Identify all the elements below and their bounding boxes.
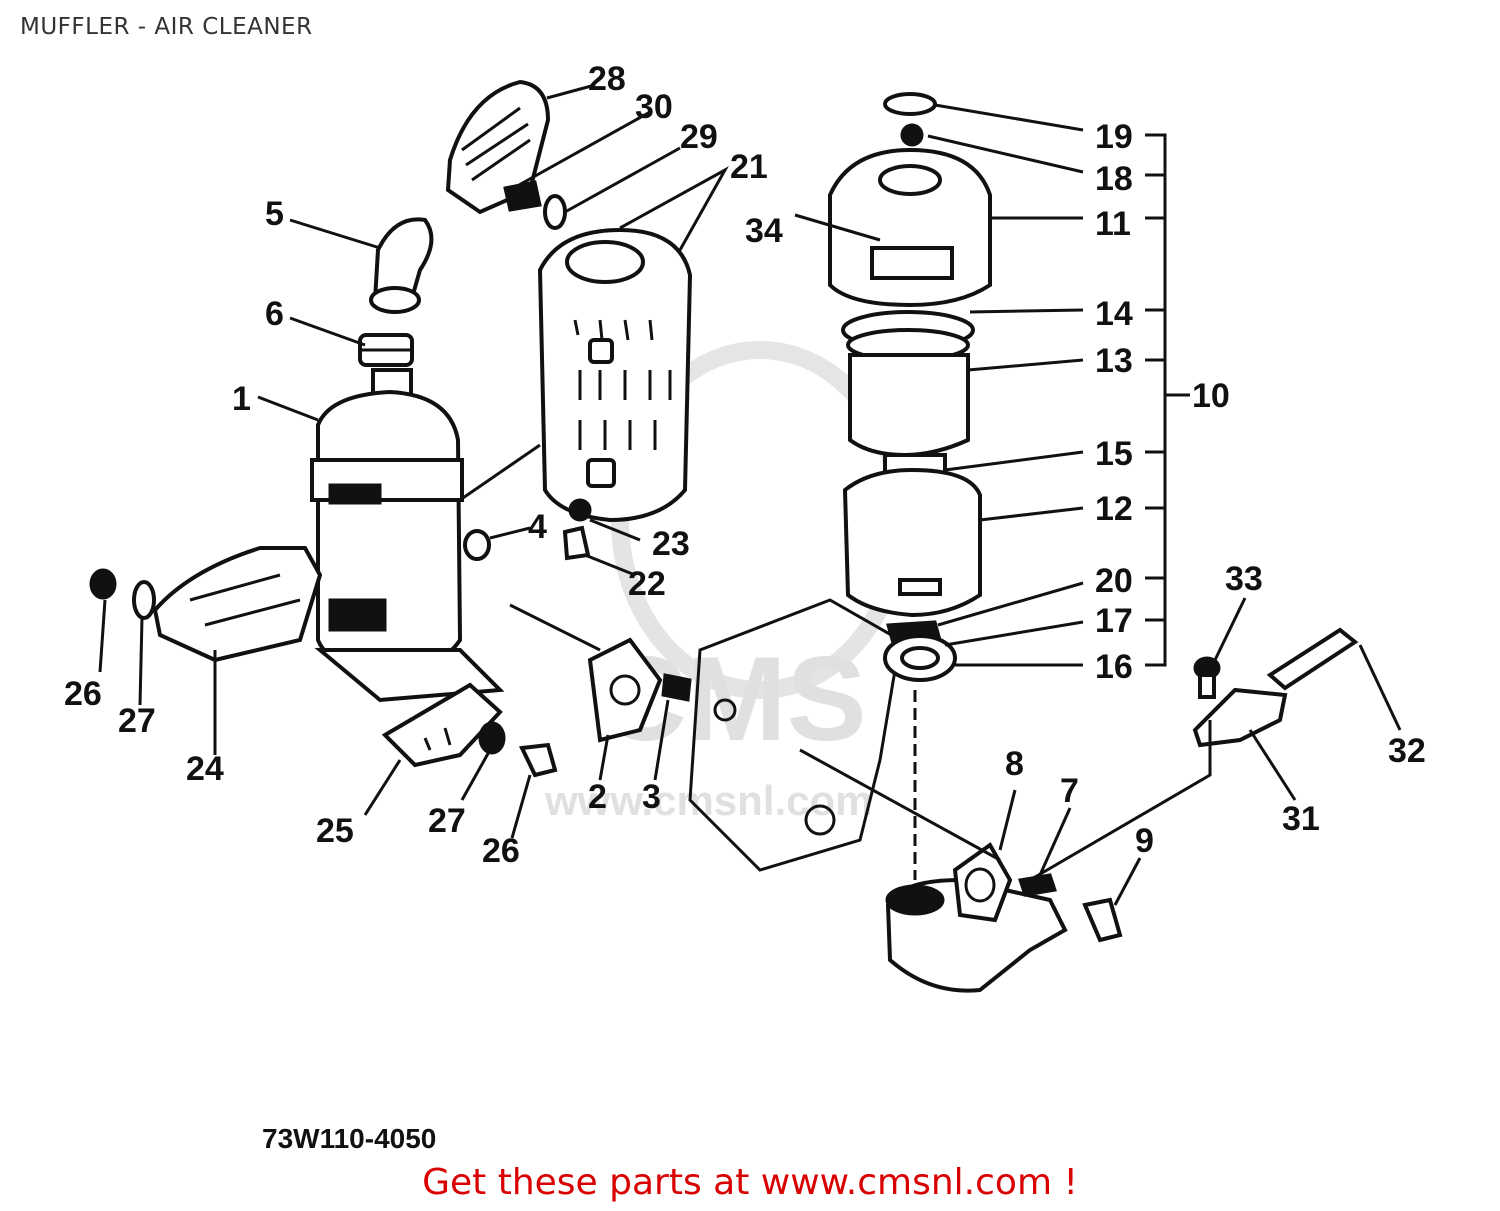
footer-cta[interactable]: Get these parts at www.cmsnl.com !	[422, 1162, 1078, 1203]
callout-27-lower: 27	[428, 802, 466, 840]
part-3-stud	[661, 673, 692, 702]
part-33-bolt	[1193, 656, 1221, 699]
callout-32: 32	[1388, 732, 1426, 770]
callout-2: 2	[588, 778, 607, 816]
callout-34: 34	[745, 212, 783, 250]
part-16-gasket	[883, 634, 957, 682]
callout-17: 17	[1095, 602, 1133, 640]
part-5-exhaust-pipe	[369, 217, 434, 314]
callout-6: 6	[265, 295, 284, 333]
callout-16: 16	[1095, 648, 1133, 686]
part-21-cleaner-shell	[537, 227, 693, 523]
part-32-spring	[1266, 627, 1359, 691]
part-18-washer	[900, 123, 924, 147]
callout-31: 31	[1282, 800, 1320, 838]
part-24-heat-shield	[152, 546, 323, 663]
callout-28: 28	[588, 60, 626, 98]
page-title: MUFFLER - AIR CLEANER	[20, 14, 313, 40]
part-8-gasket	[952, 842, 1013, 923]
callout-33: 33	[1225, 560, 1263, 598]
part-28-cover	[445, 79, 551, 215]
callout-24: 24	[186, 750, 224, 788]
part-4-washer	[463, 529, 491, 561]
callout-26-lower: 26	[482, 832, 520, 870]
part-7-bolt	[1018, 873, 1057, 897]
callout-4: 4	[528, 508, 547, 546]
callout-21: 21	[730, 148, 768, 186]
part-2-gasket	[587, 637, 663, 743]
callout-23: 23	[652, 525, 690, 563]
part-13-element	[848, 353, 970, 458]
callout-3: 3	[642, 778, 661, 816]
callout-7: 7	[1060, 772, 1079, 810]
part-26-nut	[89, 568, 117, 600]
callout-25: 25	[316, 812, 354, 850]
part-31-bracket	[1192, 687, 1288, 748]
callout-19: 19	[1095, 118, 1133, 156]
callout-29: 29	[680, 118, 718, 156]
part-air-intake-base	[885, 877, 1068, 993]
callout-1: 1	[232, 380, 251, 418]
callout-20: 20	[1095, 562, 1133, 600]
part-27-washer-lower	[478, 721, 506, 755]
callout-15: 15	[1095, 435, 1133, 473]
callout-30: 30	[635, 88, 673, 126]
callout-18: 18	[1095, 160, 1133, 198]
callout-12: 12	[1095, 490, 1133, 528]
part-12-element	[842, 467, 982, 618]
callout-11: 11	[1095, 205, 1131, 243]
diagram-code: 73W110-4050	[262, 1123, 436, 1154]
part-27-washer	[132, 580, 156, 620]
part-26-nut-lower	[518, 742, 558, 778]
part-23-grommet	[568, 498, 592, 522]
part-11-cap	[828, 147, 992, 308]
callout-14: 14	[1095, 295, 1133, 333]
callout-10: 10	[1192, 377, 1230, 415]
callout-9: 9	[1135, 822, 1154, 860]
callout-13: 13	[1095, 342, 1133, 380]
engine-block	[688, 598, 902, 872]
part-9-bolt	[1082, 897, 1123, 943]
callout-26-left: 26	[64, 675, 102, 713]
leader-lines	[98, 83, 1402, 906]
part-19-wing-nut	[883, 92, 937, 116]
callout-8: 8	[1005, 745, 1024, 783]
part-6-clamp	[358, 333, 414, 367]
part-22-grommet	[562, 525, 591, 561]
callout-5: 5	[265, 195, 284, 233]
callout-27-left: 27	[118, 702, 156, 740]
callout-22: 22	[628, 565, 666, 603]
part-14-seal	[841, 310, 975, 362]
part-1-muffler	[310, 368, 505, 703]
